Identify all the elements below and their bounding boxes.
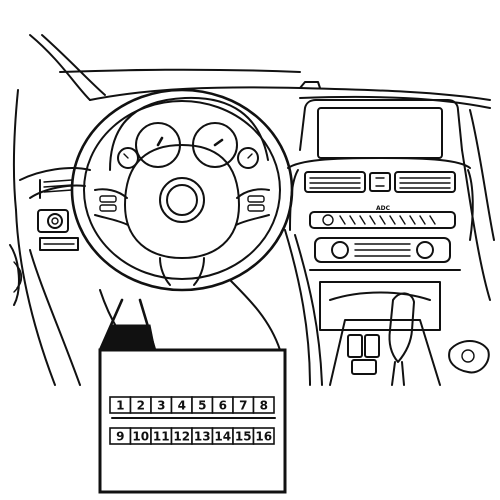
- pin-label-7: 7: [239, 399, 247, 413]
- console-label: ADC: [376, 205, 391, 212]
- pin-label-2: 2: [137, 399, 145, 413]
- pin-cell-8: [252, 396, 275, 414]
- pin-label-8: 8: [260, 399, 268, 413]
- pin-label-11: 11: [153, 430, 170, 444]
- windshield-frame: [29, 34, 491, 109]
- steering-wheel: [70, 88, 294, 292]
- pin-label-1: 1: [116, 399, 124, 413]
- pin-label-13: 13: [194, 430, 211, 444]
- pin-label-14: 14: [214, 430, 231, 444]
- connector-pointer: [98, 298, 157, 352]
- pin-label-15: 15: [235, 430, 252, 444]
- instrument-cluster: [109, 96, 269, 171]
- central-display: [299, 99, 463, 159]
- pin-label-3: 3: [157, 399, 165, 413]
- pin-label-16: 16: [255, 430, 272, 444]
- pin-label-10: 10: [132, 430, 149, 444]
- pin-label-12: 12: [173, 430, 190, 444]
- pin-label-9: 9: [116, 430, 124, 444]
- left-door-panel: [9, 89, 91, 386]
- pin-cell-16: [252, 427, 275, 445]
- right-door-edge: [461, 109, 495, 301]
- pin-label-4: 4: [178, 399, 186, 413]
- pin-label-5: 5: [198, 399, 206, 413]
- center-console: ADC: [287, 157, 474, 331]
- pin-label-6: 6: [219, 399, 227, 413]
- gear-shifter: [329, 292, 490, 386]
